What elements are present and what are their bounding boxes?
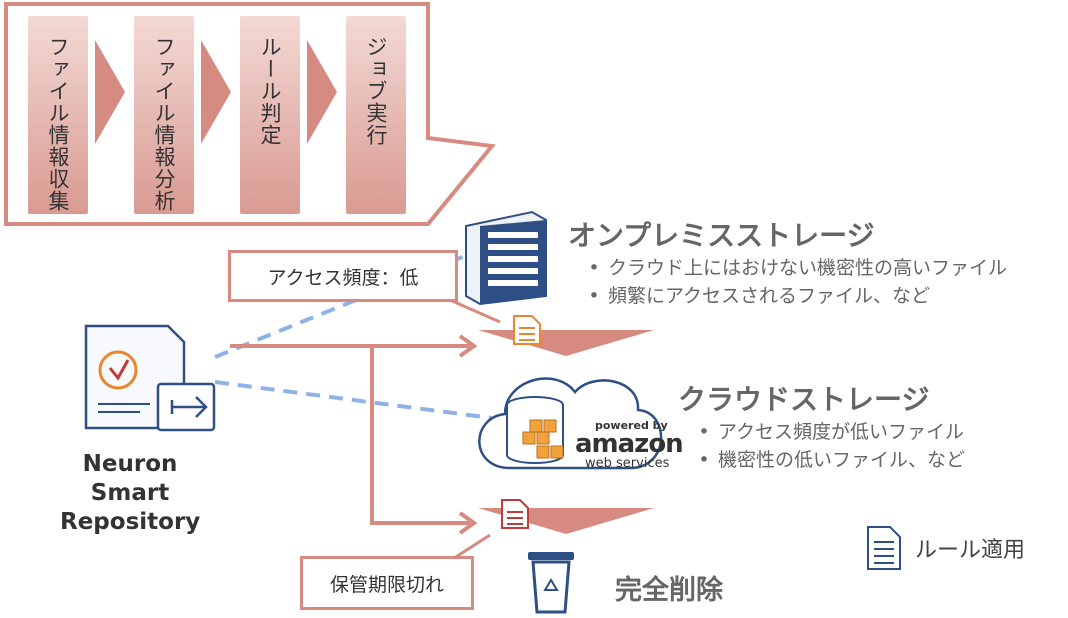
- access-frequency-text: アクセス頻度：低: [267, 266, 419, 289]
- delete-heading: 完全削除: [615, 575, 723, 606]
- document-icon-orange: [513, 315, 541, 345]
- retention-expired-label: 保管期限切れ: [300, 556, 474, 610]
- bullet-item: クラウド上にはおけない機密性の高いファイル: [580, 254, 1007, 282]
- dashed-link-cloud: [214, 380, 493, 420]
- connector-lower: [370, 346, 470, 525]
- trash-can-icon: [528, 552, 574, 614]
- process-step-label: ジョブ実行: [364, 36, 388, 146]
- repository-name-line: Repository: [60, 509, 201, 535]
- process-step-label: ルール判定: [258, 36, 282, 146]
- access-frequency-label: アクセス頻度：低: [228, 250, 458, 302]
- repository-name-line: Smart: [90, 480, 170, 506]
- server-icon: [465, 210, 547, 306]
- access-pointer: [449, 298, 501, 324]
- document-icon-red: [501, 499, 529, 529]
- aws-logo: powered by amazon web services: [575, 419, 684, 471]
- aws-brand: amazon: [575, 429, 684, 459]
- connector-arrowhead-2: [458, 511, 478, 535]
- repository-icon: [84, 324, 216, 432]
- bullet-item: 機密性の低いファイル、など: [690, 446, 965, 474]
- step-arrow: [201, 40, 231, 144]
- flow-arrow-to-cloud: [478, 330, 654, 356]
- repository-name-line: Neuron: [82, 451, 178, 477]
- process-step-collect: ファイル情報収集: [28, 16, 88, 214]
- onprem-heading: オンプレミスストレージ: [568, 219, 875, 252]
- process-step-analyze: ファイル情報分析: [134, 16, 194, 214]
- cloud-heading: クラウドストレージ: [678, 383, 930, 416]
- process-step-label: ファイル情報収集: [46, 36, 70, 212]
- onprem-bullets: クラウド上にはおけない機密性の高いファイル 頻繁にアクセスされるファイル、など: [580, 254, 1007, 310]
- aws-sub: web services: [585, 456, 670, 471]
- bullet-item: アクセス頻度が低いファイル: [690, 418, 965, 446]
- retention-expired-text: 保管期限切れ: [329, 573, 444, 596]
- step-arrow: [307, 40, 337, 144]
- step-arrow: [95, 40, 125, 144]
- bullet-item: 頻繁にアクセスされるファイル、など: [580, 282, 1007, 310]
- cloud-icon: [478, 377, 663, 470]
- aws-powered-by: powered by: [595, 419, 668, 432]
- process-step-job: ジョブ実行: [346, 16, 406, 214]
- legend-document-icon: [867, 526, 901, 570]
- process-step-label: ファイル情報分析: [152, 36, 176, 212]
- cloud-bullets: アクセス頻度が低いファイル 機密性の低いファイル、など: [690, 418, 965, 474]
- process-step-rule: ルール判定: [240, 16, 300, 214]
- legend-text: ルール適用: [915, 538, 1026, 563]
- repository-name: Neuron Smart Repository: [60, 450, 200, 537]
- connector-arrowhead-1: [458, 334, 478, 358]
